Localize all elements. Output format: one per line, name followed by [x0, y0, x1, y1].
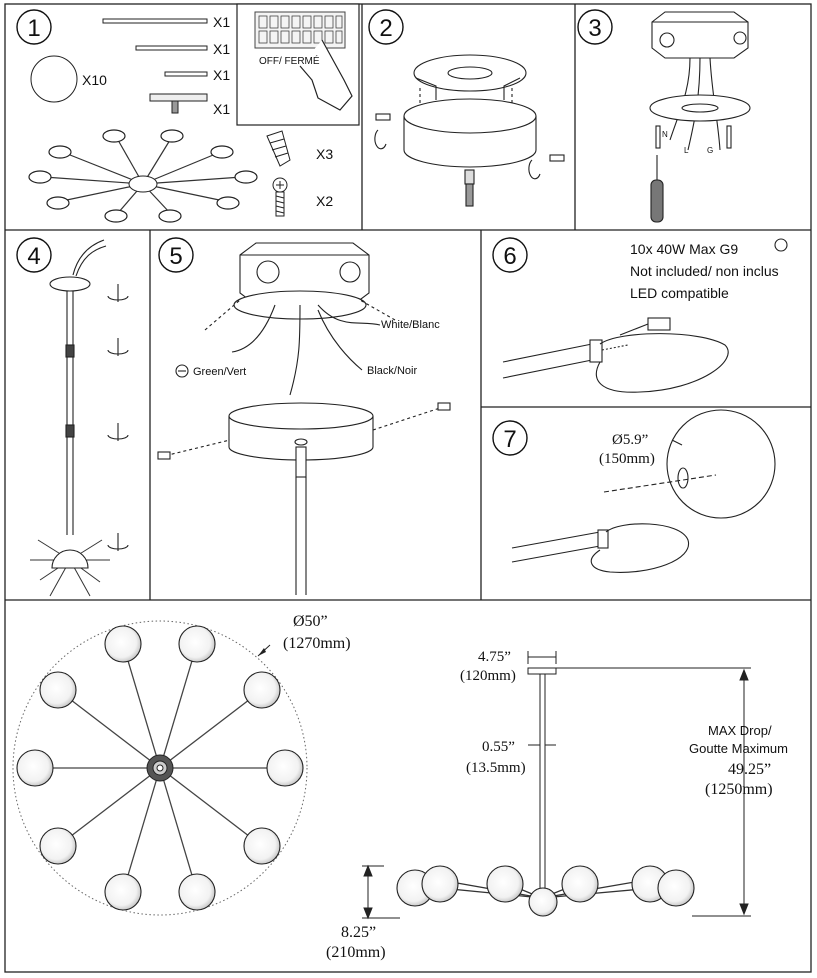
bulb-spec-line1: 10x 40W Max G9: [630, 241, 738, 257]
side-canopy-icon: [527, 667, 557, 675]
screw-right-icon: [437, 402, 451, 411]
panel-5-wiring: [157, 242, 451, 595]
qty-rod-long: X1: [213, 14, 230, 30]
green-wire-label: Green/Vert: [193, 366, 246, 378]
rod-short-icon: [164, 71, 208, 77]
panel-5-labels: White/Blanc Black/Noir Green/Vert: [193, 319, 440, 378]
top-view-globes: [16, 625, 304, 911]
globe-large-icon: [666, 409, 776, 519]
breaker-label: OFF/ FERMÉ: [259, 54, 320, 67]
rod-width-in: 0.55”: [482, 739, 515, 755]
qty-screws: X2: [316, 193, 333, 209]
rotate-right-icon: [528, 159, 541, 180]
step-number-4: 4: [16, 237, 52, 273]
overall-diameter-in: Ø50”: [293, 613, 328, 630]
body-height-in: 8.25”: [341, 924, 376, 941]
chandelier-body-icon: [28, 129, 258, 223]
step-number-6: 6: [492, 237, 528, 273]
step-number-6-text: 6: [503, 243, 516, 270]
white-wire-label: White/Blanc: [381, 319, 440, 331]
wire-nut-icon: [266, 130, 291, 167]
globe-icon: [30, 55, 78, 103]
globe-diameter-in: Ø5.9”: [612, 432, 648, 448]
step-number-2: 2: [368, 9, 404, 45]
step-number-5: 5: [158, 237, 194, 273]
wire-l-label: L: [684, 146, 689, 155]
panel-1-labels: X1 X1 X1 X1 X10 X3 X2 OFF/ FERMÉ: [82, 14, 333, 209]
rod-width-mm: (13.5mm): [466, 760, 526, 776]
hub-icon: [146, 754, 174, 782]
breaker-box-icon: [236, 3, 360, 126]
wire-n-label: N: [662, 130, 668, 139]
panel-4-rod-assembly: [30, 239, 129, 597]
step-number-1: 1: [16, 9, 52, 45]
step-number-4-text: 4: [27, 243, 40, 270]
panel-1-parts: [28, 3, 360, 223]
screw-right-icon: [549, 154, 565, 162]
overall-diameter-mm: (1270mm): [283, 635, 351, 652]
side-view-labels: 4.75” (120mm) 0.55” (13.5mm) MAX Drop/ G…: [326, 649, 788, 961]
side-view: [362, 651, 751, 920]
step-number-3-text: 3: [588, 15, 601, 42]
mounting-bracket-icon: [413, 54, 527, 100]
outer-diameter-circle: [12, 620, 308, 916]
panel-6-bulb: [502, 238, 788, 393]
hand-icon: [299, 39, 353, 111]
qty-rod-short: X1: [213, 67, 230, 83]
panel-7-labels: Ø5.9” (150mm): [599, 432, 655, 467]
globe-diameter-mm: (150mm): [599, 451, 655, 467]
screw-left-icon: [375, 113, 391, 121]
canopy-width-in: 4.75”: [478, 649, 511, 665]
canopy-width-mm: (120mm): [460, 668, 516, 684]
step-number-3: 3: [577, 9, 613, 45]
black-wire-label: Black/Noir: [367, 365, 417, 377]
body-hub-icon: [51, 549, 89, 569]
panel-7-globe: [511, 409, 776, 573]
bulb-icon: [647, 317, 671, 331]
step-number-5-text: 5: [169, 243, 182, 270]
rod-medium-icon: [135, 45, 208, 51]
led-bulb-icon: [774, 238, 788, 252]
junction-box-icon: [651, 11, 749, 59]
ground-icon: [175, 364, 189, 378]
qty-wire-nuts: X3: [316, 146, 333, 162]
panel-6-labels: 10x 40W Max G9 Not included/ non inclus …: [630, 241, 779, 301]
max-drop-in: 49.25”: [728, 761, 771, 778]
step-number-7: 7: [492, 420, 528, 456]
max-drop-label-line1: MAX Drop/: [708, 723, 772, 738]
screwdriver-icon: [650, 155, 664, 223]
top-view-labels: Ø50” (1270mm): [283, 613, 351, 652]
qty-globes: X10: [82, 72, 107, 88]
side-view-globes: [396, 865, 695, 917]
dimension-lines: [362, 651, 751, 920]
rotate-left-icon: [374, 129, 387, 150]
panel-2-canopy: [374, 54, 565, 207]
screw-icon: [272, 177, 288, 217]
step-number-1-text: 1: [27, 15, 40, 42]
canopy-rod-icon: [149, 93, 208, 114]
max-drop-mm: (1250mm): [705, 781, 773, 798]
wire-g-label: G: [707, 146, 713, 155]
panel-3-junction: [649, 11, 751, 223]
step-number-2-text: 2: [379, 15, 392, 42]
canopy-large-icon: [228, 402, 374, 430]
bulb-spec-line2: Not included/ non inclus: [630, 263, 779, 279]
max-drop-label-line2: Goutte Maximum: [689, 741, 788, 756]
top-view: [12, 620, 308, 916]
step-number-7-text: 7: [503, 426, 516, 453]
bulb-spec-line3: LED compatible: [630, 285, 729, 301]
rod-long-icon: [102, 18, 208, 24]
body-height-mm: (210mm): [326, 944, 386, 961]
panel-borders: [4, 3, 812, 973]
canopy-icon: [403, 98, 537, 134]
panel-3-labels: N L G: [662, 130, 713, 155]
qty-canopy-rod: X1: [213, 101, 230, 117]
rotate-icons: [107, 284, 129, 551]
qty-rod-medium: X1: [213, 41, 230, 57]
screw-left-icon: [157, 451, 171, 460]
